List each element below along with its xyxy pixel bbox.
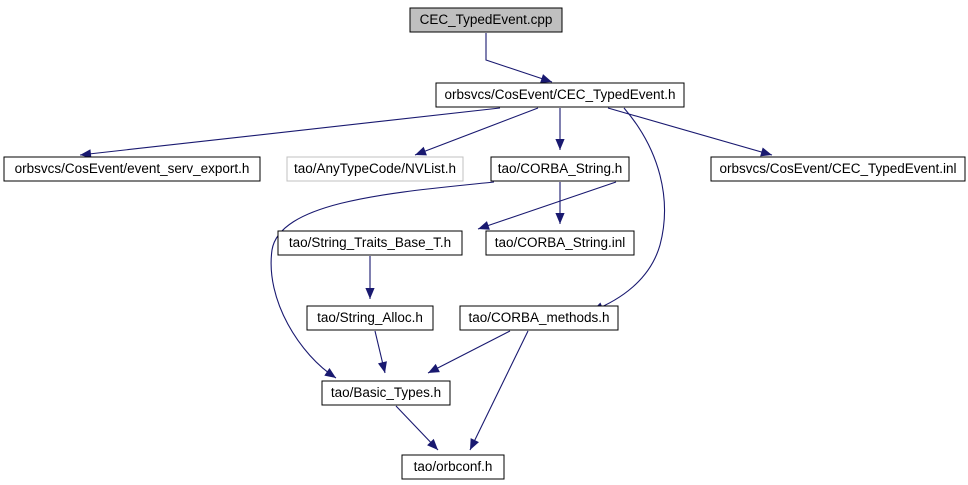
graph-node[interactable]: tao/String_Alloc.h	[306, 305, 434, 331]
node-box	[277, 230, 463, 256]
node-label: tao/orbconf.h	[414, 459, 493, 474]
node-box	[490, 156, 630, 182]
node-label: tao/String_Alloc.h	[317, 310, 423, 325]
graph-node[interactable]: tao/Basic_Types.h	[321, 380, 451, 406]
node-box	[459, 305, 619, 331]
node-box	[710, 156, 966, 182]
graph-node[interactable]: tao/CORBA_methods.h	[459, 305, 619, 331]
edge-arrowhead	[555, 139, 565, 150]
node-label: tao/String_Traits_Base_T.h	[289, 235, 451, 250]
node-label: tao/CORBA_String.inl	[495, 235, 626, 250]
edge-arrowhead	[377, 361, 387, 373]
edge-arrowhead	[470, 438, 479, 450]
node-box	[306, 305, 434, 331]
dependency-edge	[270, 181, 495, 379]
dependency-edge	[427, 330, 511, 374]
edge-arrowhead	[415, 146, 427, 156]
graph-node[interactable]: tao/CORBA_String.inl	[485, 230, 635, 256]
graph-node[interactable]: orbsvcs/CosEvent/CEC_TypedEvent.h	[435, 82, 685, 108]
node-label: tao/CORBA_String.h	[498, 161, 623, 176]
graph-node[interactable]: tao/orbconf.h	[401, 454, 505, 480]
node-label: tao/Basic_Types.h	[331, 385, 441, 400]
dependency-edge	[414, 107, 539, 156]
graph-node: tao/AnyTypeCode/NVList.h	[286, 156, 464, 182]
graph-node[interactable]: orbsvcs/CosEvent/event_serv_export.h	[3, 156, 261, 182]
graph-node[interactable]: tao/String_Traits_Base_T.h	[277, 230, 463, 256]
graph-node[interactable]: CEC_TypedEvent.cpp	[409, 7, 563, 33]
edge-arrowhead	[365, 288, 375, 299]
edge-arrowhead	[760, 147, 772, 157]
edge-arrowhead	[555, 213, 565, 224]
node-layer: CEC_TypedEvent.cpp orbsvcs/CosEvent/CEC_T…	[3, 7, 966, 480]
edge-arrowhead	[80, 149, 92, 159]
edge-arrowhead	[427, 438, 438, 450]
dependency-edge	[591, 107, 666, 312]
edge-arrowhead	[324, 368, 336, 378]
graph-node[interactable]: orbsvcs/CosEvent/CEC_TypedEvent.inl	[710, 156, 966, 182]
edge-arrowhead	[428, 363, 440, 373]
edge-arrowhead	[540, 74, 552, 83]
edge-arrowhead	[478, 221, 490, 230]
node-box	[485, 230, 635, 256]
node-box	[435, 82, 685, 108]
dependency-edge	[607, 107, 773, 156]
dependency-edge	[469, 330, 529, 451]
node-label: orbsvcs/CosEvent/CEC_TypedEvent.inl	[719, 161, 956, 176]
node-label: tao/AnyTypeCode/NVList.h	[294, 161, 456, 176]
node-label: CEC_TypedEvent.cpp	[420, 12, 553, 27]
node-label: orbsvcs/CosEvent/CEC_TypedEvent.h	[444, 87, 675, 102]
graph-node[interactable]: tao/CORBA_String.h	[490, 156, 630, 182]
node-label: orbsvcs/CosEvent/event_serv_export.h	[15, 161, 250, 176]
node-box	[3, 156, 261, 182]
dependency-edge	[79, 107, 501, 156]
dependency-edge	[477, 181, 617, 230]
node-box	[321, 380, 451, 406]
node-box	[286, 156, 464, 182]
node-box	[409, 7, 563, 33]
node-box	[401, 454, 505, 480]
node-label: tao/CORBA_methods.h	[468, 310, 609, 325]
dependency-edge	[485, 33, 553, 83]
edge-layer	[79, 33, 773, 451]
